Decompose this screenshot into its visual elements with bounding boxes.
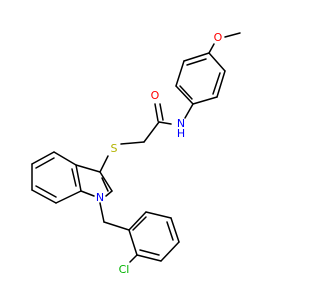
- canvas-background: [0, 0, 300, 300]
- bond-phenyl-6: [183, 52, 210, 62]
- atom-h-amide: H: [177, 127, 185, 140]
- bond-benzo-fused-inner: [71, 168, 77, 187]
- bond-indole-n-c7a: [80, 190, 95, 197]
- bond-indole-c3-c2: [99, 171, 113, 192]
- bond-ch2-s: [120, 141, 145, 145]
- bond-ch2-aryl: [103, 221, 130, 231]
- bond-phenyl-4-inner: [179, 85, 193, 100]
- molecule-structure: O O N H S N Cl: [0, 0, 300, 300]
- atom-o-carbonyl: O: [151, 89, 160, 102]
- bond-phenyl-4: [175, 85, 194, 105]
- bond-s-indole: [99, 155, 109, 173]
- bond-indole-c3a-c3: [75, 164, 101, 173]
- bond-carbonyl-o-b: [159, 103, 164, 121]
- bond-benzo-4: [31, 189, 57, 204]
- atom-cl: Cl: [119, 263, 130, 276]
- bond-clphenyl-1: [128, 211, 147, 231]
- atom-n-indole: N: [96, 191, 104, 204]
- bond-clphenyl-5: [136, 254, 162, 262]
- bond-carbonyl-ch2: [143, 121, 160, 143]
- bond-n-ch2: [99, 202, 105, 223]
- bond-clphenyl-3-inner: [166, 221, 174, 241]
- bond-indole-c7a-c3a: [75, 164, 82, 192]
- bond-carbonyl-o-a: [154, 103, 159, 122]
- bond-benzo-4-inner: [35, 185, 57, 198]
- bond-o-aryl: [208, 43, 215, 54]
- bond-phenyl-1: [208, 52, 226, 72]
- bond-clphenyl-6: [128, 229, 138, 256]
- bond-clphenyl-5-inner: [139, 249, 160, 256]
- bond-benzo-2-inner: [35, 157, 55, 169]
- bond-clphenyl-1-inner: [132, 216, 147, 231]
- bond-methyl-o: [224, 32, 241, 38]
- bond-c-cl: [129, 254, 138, 263]
- bond-clphenyl-3: [170, 217, 180, 243]
- bond-layer: [31, 32, 241, 263]
- bond-n-carbonyl: [158, 121, 172, 125]
- atom-label-layer: O O N H S N Cl: [96, 31, 223, 276]
- atom-n-amide: N: [177, 117, 185, 130]
- bond-aryl-n: [184, 103, 194, 119]
- bond-benzo-2: [31, 151, 55, 165]
- atom-s-thioether: S: [111, 142, 118, 155]
- bond-phenyl-3: [192, 96, 218, 105]
- bond-phenyl-2: [216, 70, 226, 98]
- bond-clphenyl-2: [145, 211, 172, 219]
- atom-o-methoxy: O: [214, 31, 223, 44]
- bond-benzo-1: [53, 151, 77, 166]
- bond-phenyl-6-inner: [186, 58, 207, 66]
- bond-benzo-5: [55, 190, 82, 204]
- bond-phenyl-2-inner: [212, 72, 221, 95]
- bond-phenyl-5: [175, 60, 185, 87]
- bond-indole-c2-n: [105, 190, 113, 197]
- bond-indole-c3-c2-inner: [101, 177, 109, 192]
- bond-clphenyl-4: [160, 241, 180, 262]
